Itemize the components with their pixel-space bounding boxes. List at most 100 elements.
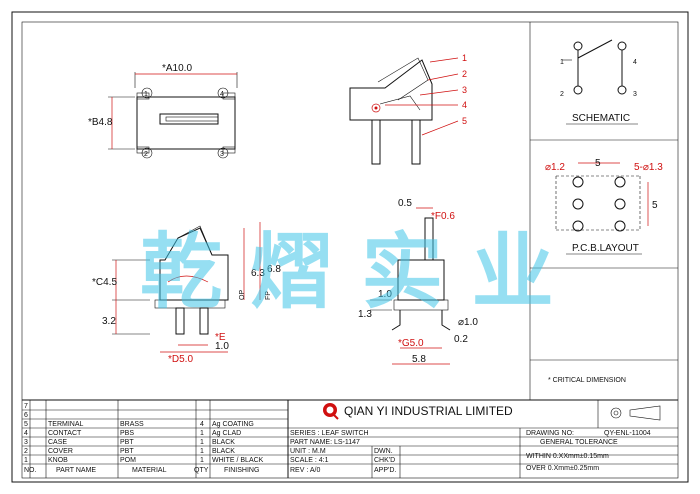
parts-row-material: PBS — [120, 430, 134, 437]
parts-row-qty: 1 — [200, 430, 204, 437]
unit: UNIT : M.M — [290, 448, 326, 455]
dwn: DWN. — [374, 448, 393, 455]
watermark: 乾 熠 实 业 — [140, 225, 554, 320]
parts-row-no: 6 — [24, 412, 28, 419]
dim-05: 0.5 — [398, 198, 412, 209]
parts-table: 7 6 5 TERMINAL BRASS 4 Ag COATING 4 CONT… — [24, 403, 264, 474]
parts-row-no: 5 — [24, 421, 28, 428]
parts-row-no: 3 — [24, 439, 28, 446]
op-label: OP — [239, 290, 246, 300]
title-block-text: SERIES : LEAF SWITCH PART NAME: LS-1147 … — [290, 430, 651, 474]
schematic-pin-3: 3 — [633, 91, 637, 98]
schematic-pin-2: 2 — [560, 91, 564, 98]
dim-d: *D5.0 — [168, 354, 193, 365]
dim-13: 1.3 — [358, 309, 372, 320]
parts-row-no: 2 — [24, 448, 28, 455]
parts-row-name: TERMINAL — [48, 421, 84, 428]
dim-phi10: ⌀1.0 — [458, 317, 478, 328]
part-name: PART NAME: LS-1147 — [290, 439, 360, 446]
company-logo — [323, 403, 339, 420]
inner-border — [21, 21, 679, 479]
tolerance-within: WITHIN 0.XXmm±0.15mm — [526, 453, 609, 460]
dim-68: 6.8 — [267, 264, 281, 275]
callout-4: 4 — [462, 100, 467, 110]
parts-row-name: CASE — [48, 439, 67, 446]
parts-header-no: NO. — [24, 467, 37, 474]
parts-row-qty: 1 — [200, 448, 204, 455]
parts-row-material: POM — [120, 457, 136, 464]
parts-row-no: 4 — [24, 430, 28, 437]
parts-row-material: BRASS — [120, 421, 144, 428]
parts-row-finish: Ag CLAD — [212, 430, 241, 437]
parts-row-name: CONTACT — [48, 430, 82, 437]
pcb-phi12: ⌀1.2 — [545, 162, 565, 173]
title-block: QIAN YI INDUSTRIAL LIMITED — [22, 399, 678, 478]
callout-2: 2 — [462, 69, 467, 79]
parts-header-material: MATERIAL — [132, 467, 167, 474]
tolerance-over: OVER 0.Xmm±0.25mm — [526, 465, 599, 472]
parts-row-finish: BLACK — [212, 448, 235, 455]
dim-b: *B4.8 — [88, 117, 113, 128]
dim-r10: 1.0 — [378, 289, 392, 300]
parts-header-finish: FINISHING — [224, 467, 259, 474]
top-view: *A10.0 1 2 4 3 *B4.8 — [88, 63, 238, 159]
pin-label-3: 3 — [220, 151, 224, 158]
series: SERIES : LEAF SWITCH — [290, 430, 369, 437]
pcb-5: 5 — [595, 158, 601, 169]
dim-e: *E — [215, 332, 226, 343]
right-front-view: 0.5 *F0.6 1.0 1.3 ⌀1.0 0.2 *G5.0 5.8 — [358, 198, 478, 365]
pcb-5phi13: 5-⌀1.3 — [634, 162, 663, 173]
scale: SCALE : 4:1 — [290, 457, 329, 464]
callout-1: 1 — [462, 53, 467, 63]
company-name: QIAN YI INDUSTRIAL LIMITED — [344, 404, 513, 418]
general-tolerance: GENERAL TOLERANCE — [540, 439, 618, 446]
outer-border — [11, 11, 689, 483]
parts-row-finish: WHITE / BLACK — [212, 457, 264, 464]
rev: REV : A/0 — [290, 467, 320, 474]
drawing-no: QY-ENL-11004 — [604, 430, 651, 437]
dim-63: 6.3 — [251, 268, 265, 279]
dim-c: *C4.5 — [92, 277, 117, 288]
pcb-label: P.C.B.LAYOUT — [572, 243, 639, 254]
parts-row-no: 1 — [24, 457, 28, 464]
parts-row-name: COVER — [48, 448, 73, 455]
pin-label-2: 2 — [144, 151, 148, 158]
dim-g: *G5.0 — [398, 338, 424, 349]
callout-5: 5 — [462, 116, 467, 126]
schematic-pin-1: 1 — [560, 59, 564, 66]
projection-symbol — [610, 405, 661, 421]
parts-row-material: PBT — [120, 448, 134, 455]
parts-row-no: 7 — [24, 403, 28, 410]
schematic-label: SCHEMATIC — [572, 113, 630, 124]
parts-header-qty: QTY — [194, 467, 209, 474]
pcb-layout: ⌀1.2 5 5-⌀1.3 5 P.C.B.LAYOUT — [545, 158, 663, 255]
parts-row-finish: BLACK — [212, 439, 235, 446]
parts-row-material: PBT — [120, 439, 134, 446]
schematic: 1 2 4 3 SCHEMATIC — [560, 39, 638, 125]
pin-label-4: 4 — [220, 91, 224, 98]
fp-label: FP — [265, 291, 272, 300]
dim-32: 3.2 — [102, 316, 116, 327]
pcb-5v: 5 — [652, 200, 658, 211]
parts-row-qty: 1 — [200, 439, 204, 446]
parts-header-name: PART NAME — [56, 467, 96, 474]
parts-row-finish: Ag COATING — [212, 421, 254, 428]
dim-10: 1.0 — [215, 341, 229, 352]
parts-row-qty: 4 — [200, 421, 204, 428]
callout-3: 3 — [462, 85, 467, 95]
critical-note: * CRITICAL DIMENSION — [548, 377, 626, 384]
pin-label-1: 1 — [144, 91, 148, 98]
appd: APP'D. — [374, 467, 396, 474]
side-view: 1 2 3 4 5 — [349, 53, 467, 165]
front-view: *C4.5 3.2 6.3 6.8 OP FP *E 1.0 *D5.0 — [92, 222, 281, 365]
chkd: CHK'D — [374, 457, 395, 464]
schematic-pin-4: 4 — [633, 59, 637, 66]
dim-a: *A10.0 — [162, 63, 192, 74]
parts-row-name: KNOB — [48, 457, 68, 464]
dim-58: 5.8 — [412, 354, 426, 365]
dim-02: 0.2 — [454, 334, 468, 345]
dim-f: *F0.6 — [431, 211, 455, 222]
drawing-no-label: DRAWING NO: — [526, 430, 574, 437]
parts-row-qty: 1 — [200, 457, 204, 464]
